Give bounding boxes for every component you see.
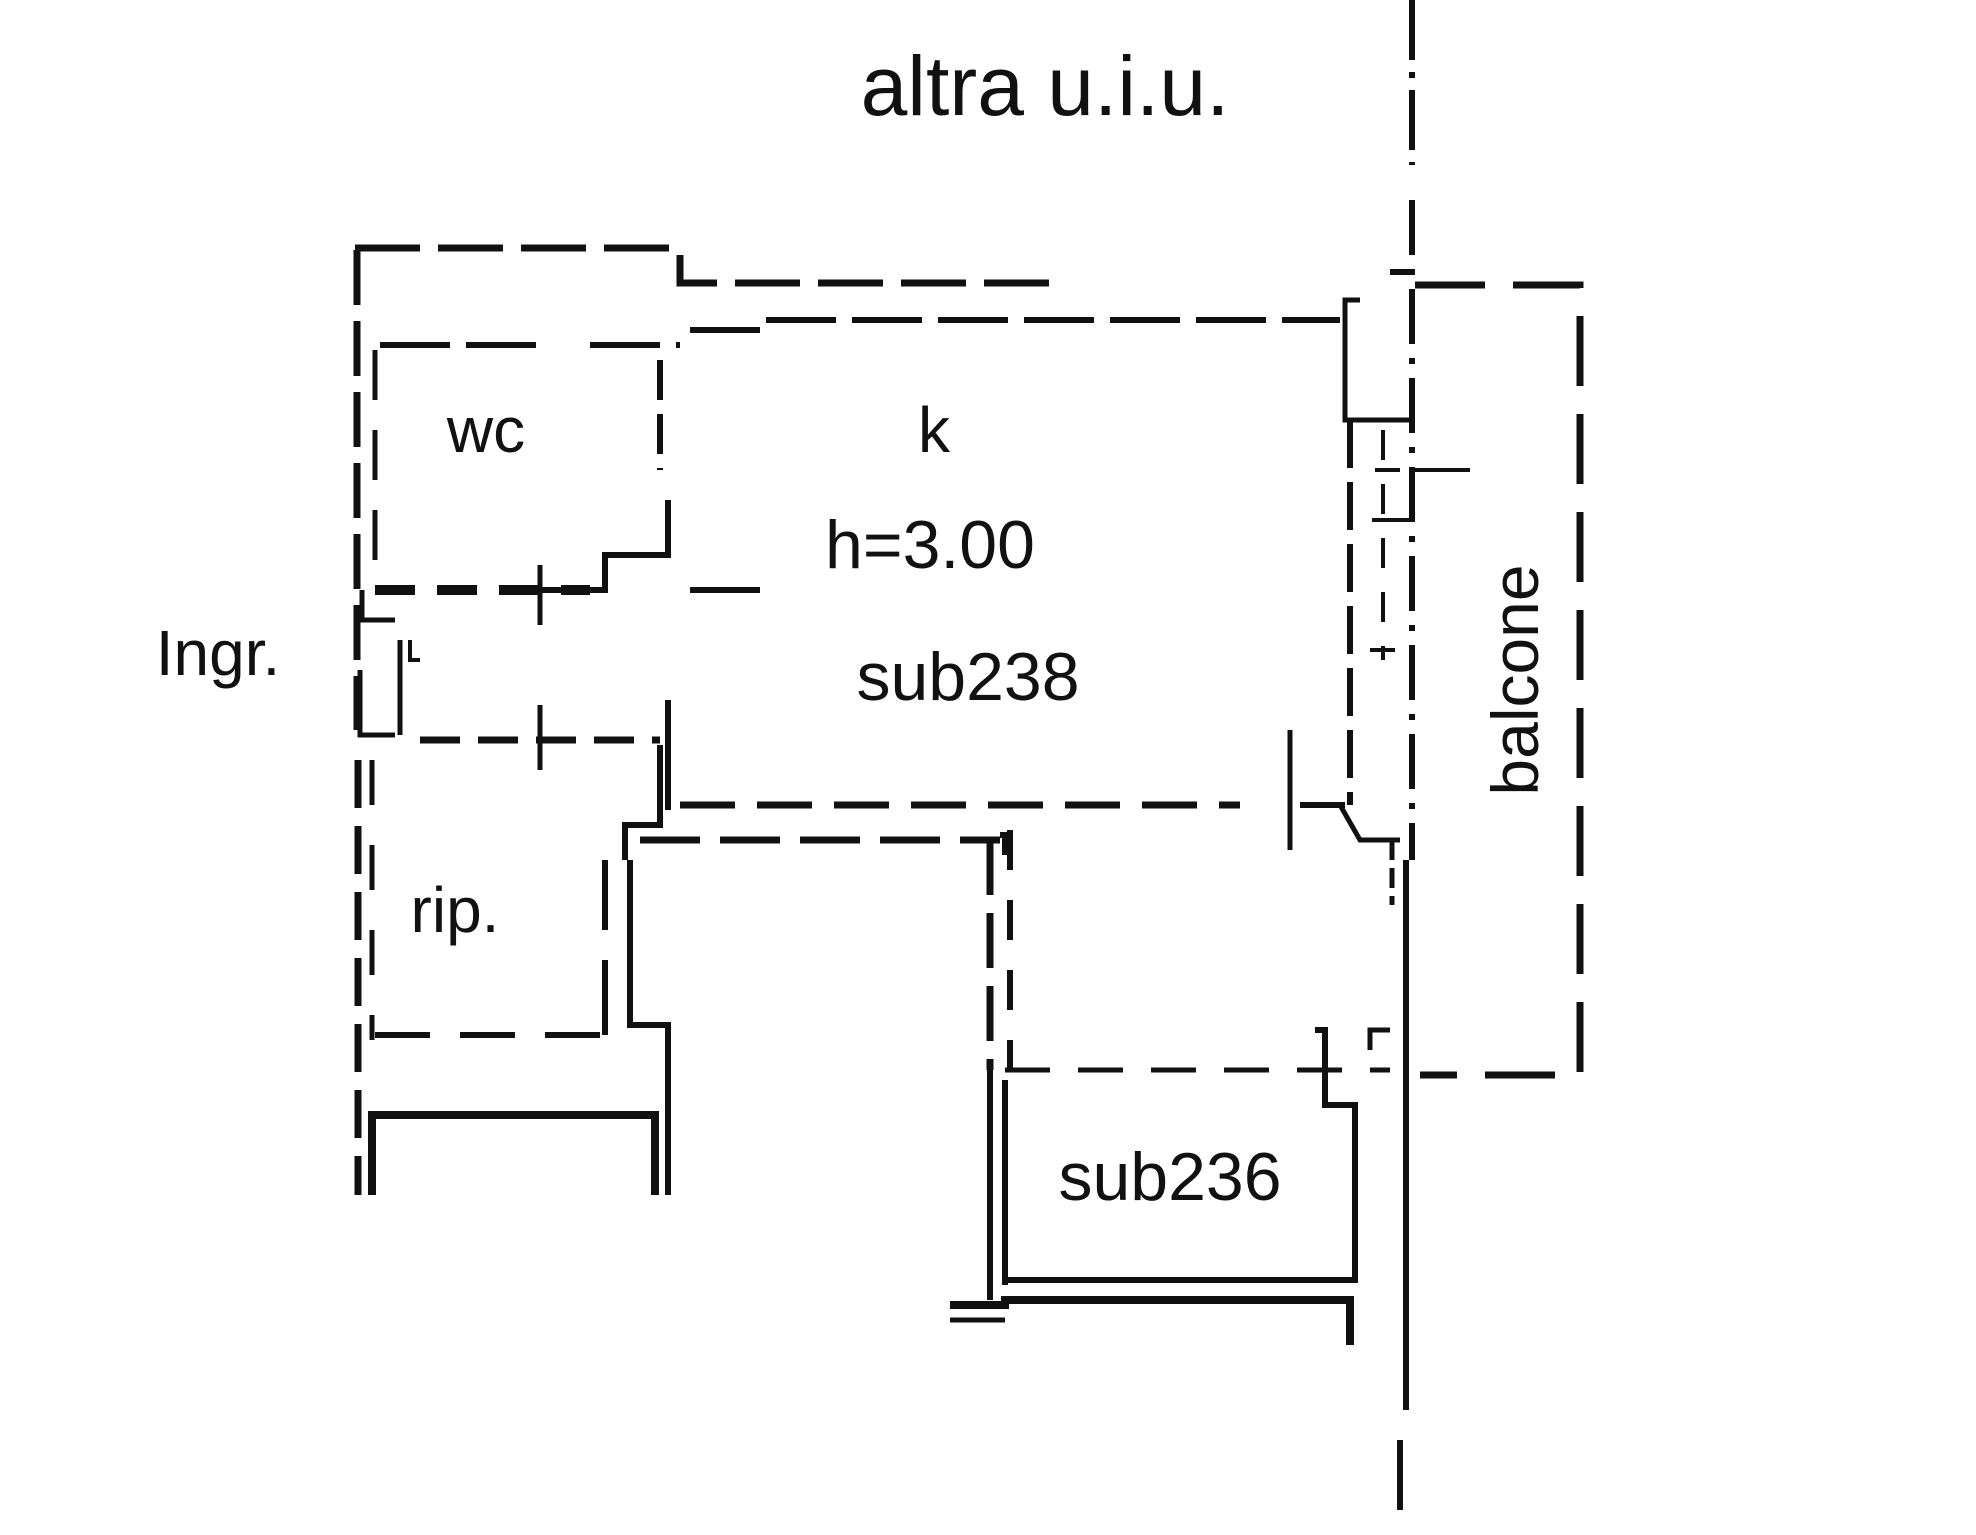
corridor-walls: [986, 830, 1390, 1300]
storage-walls: [354, 760, 671, 1195]
property-boundary-line: [1397, 0, 1415, 1510]
entrance-door: [357, 590, 660, 770]
label-sub236: sub236: [1058, 1139, 1281, 1215]
kitchen-walls: [622, 297, 1410, 905]
balcony-outline: [1390, 269, 1584, 1079]
label-altra-uiu: altra u.i.u.: [861, 39, 1230, 133]
label-storage: rip.: [411, 874, 500, 946]
label-sub238: sub238: [856, 639, 1079, 715]
wc-walls: [353, 244, 1340, 730]
label-wc: wc: [446, 394, 525, 466]
label-kitchen: k: [918, 394, 951, 466]
sub236-walls: [950, 1027, 1390, 1345]
label-entrance: Ingr.: [156, 617, 281, 689]
label-balcony: balcone: [1478, 564, 1552, 795]
label-height: h=3.00: [825, 507, 1035, 583]
